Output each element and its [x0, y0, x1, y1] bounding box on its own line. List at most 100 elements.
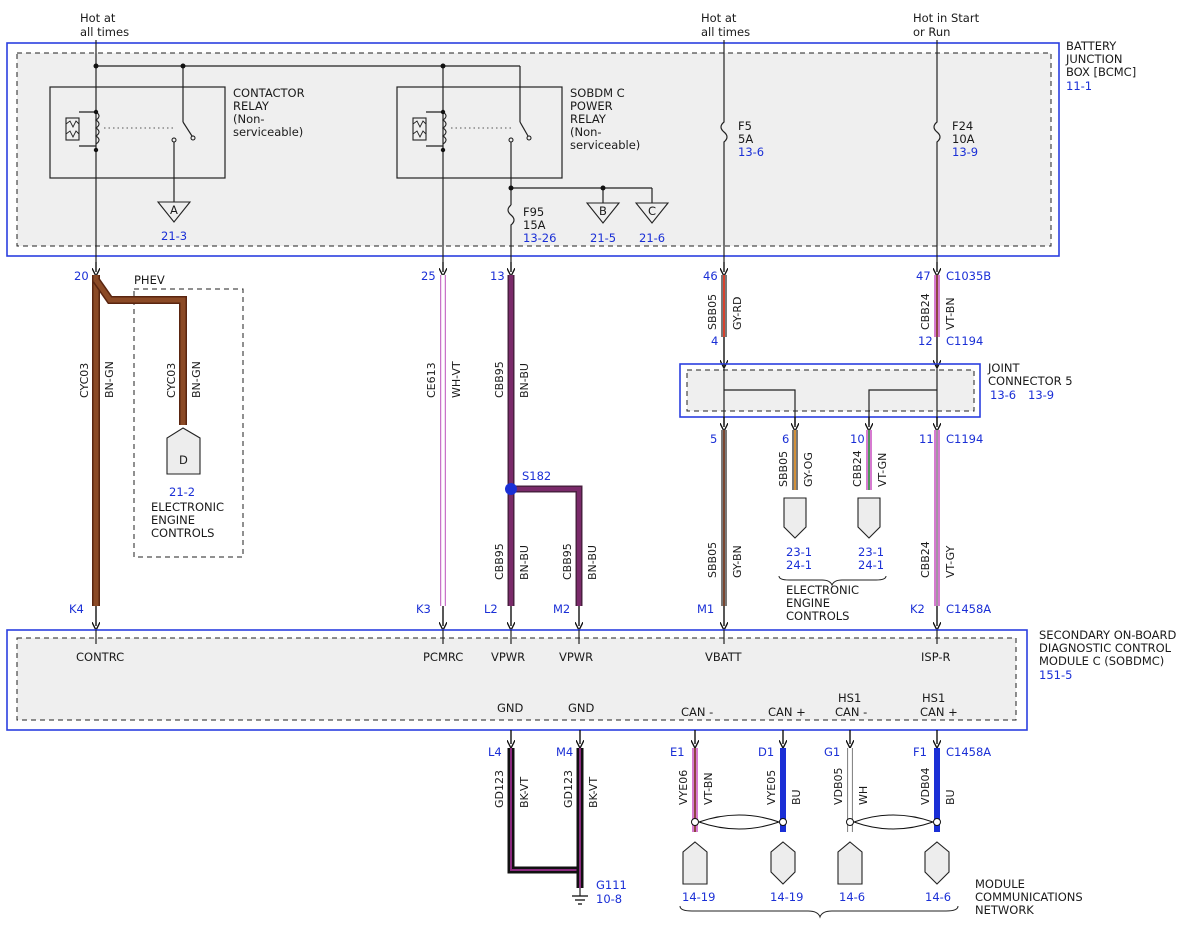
wire-cbb24-vtgy-color: VT-GY [944, 545, 957, 578]
bc-dot-1 [508, 185, 514, 191]
wire-vdb05-color: WH [857, 786, 870, 805]
wire-cyc03-circuit: CYC03 [78, 363, 91, 398]
bjb-label-3: BOX [BCMC] [1066, 65, 1136, 79]
connector-b-ref: 21-5 [590, 231, 616, 245]
connector-a-ref: 21-3 [161, 229, 187, 243]
wire-cbb95-color: BN-BU [518, 363, 531, 398]
sig-gnd-1: GND [497, 701, 524, 715]
hot-start-label-b: or Run [913, 25, 950, 39]
pin-20: 20 [74, 269, 89, 283]
sobdmc-label-2: DIAGNOSTIC CONTROL [1039, 641, 1172, 655]
splice-s182-dot [505, 483, 517, 495]
pin-k2: K2 [910, 602, 925, 616]
bjb-inner [16, 52, 1052, 247]
wire-ce613-color: WH-VT [450, 361, 463, 398]
pin-m2: M2 [553, 602, 570, 616]
mcn-connector-3-icon [837, 841, 863, 885]
wire-cbb24-vtbn-circuit: CBB24 [919, 293, 932, 330]
pin-6: 6 [782, 432, 789, 446]
conn-c1458a-bottom: C1458A [946, 745, 991, 759]
phev-circuit: CYC03 [165, 363, 178, 398]
hot-label-2a: Hot at [701, 11, 737, 25]
connector-c-icon [634, 202, 670, 224]
fuse-f95-icon [507, 204, 515, 262]
eec-text-3: CONTROLS [786, 609, 849, 623]
mcn-ref-4: 14-6 [925, 890, 951, 904]
conn-c1194-top: C1194 [946, 334, 983, 348]
eec-ref-2b: 24-1 [858, 558, 884, 572]
pin-f1: F1 [913, 745, 927, 759]
wire-cbb95b-color: BN-BU [518, 545, 531, 580]
mcn-text-3: NETWORK [975, 903, 1034, 917]
joint-ref-2: 13-9 [1028, 388, 1054, 402]
wire-cbb95c-color: BN-BU [586, 545, 599, 580]
phev-label: PHEV [134, 273, 165, 287]
pin-10: 10 [850, 432, 865, 446]
connector-c-letter: C [648, 204, 656, 218]
bc-dot-2 [600, 185, 606, 191]
sig-gnd-2: GND [568, 701, 595, 715]
pin-l4: L4 [488, 745, 502, 759]
sobdm-coil-icon [412, 109, 512, 153]
bus-dot-2 [180, 63, 186, 69]
fuse-f24-icon [933, 40, 941, 262]
wire-vye06-circuit: VYE06 [677, 770, 690, 805]
eec-brace [778, 575, 887, 587]
wire-ce613-circuit: CE613 [425, 362, 438, 398]
phev-eec-3: CONTROLS [151, 526, 214, 540]
pin-k4: K4 [69, 602, 84, 616]
ground-g111: G111 [596, 878, 627, 892]
wire-gd123-1 [507, 748, 584, 888]
sig-hs1-plus-a: HS1 [922, 691, 945, 705]
mcn-connector-4-icon [924, 841, 950, 885]
phev-color: BN-GN [190, 361, 203, 398]
phev-eec-2: ENGINE [151, 513, 195, 527]
contactor-coil-icon [65, 109, 176, 153]
mcn-ref-3: 14-6 [839, 890, 865, 904]
sobdm-relay-label-1: SOBDM C [570, 86, 625, 100]
wire-vdb05-circuit: VDB05 [832, 767, 845, 805]
sig-vpwr-1: VPWR [491, 650, 525, 664]
sig-can-minus: CAN - [681, 705, 713, 719]
phev-wire-fill [93, 278, 186, 425]
wire-vdb04-color: BU [944, 789, 957, 805]
wire-sbb05-gyog-color: GY-OG [802, 452, 815, 487]
mcn-ref-1: 14-19 [682, 890, 715, 904]
joint-path-left [723, 364, 796, 425]
contactor-label-1: CONTACTOR [233, 86, 305, 100]
hot-start-label-a: Hot in Start [913, 11, 980, 25]
sig-hs1-minus-b: CAN - [835, 705, 867, 719]
hot-label-2b: all times [701, 25, 750, 39]
sig-vbatt: VBATT [705, 650, 743, 664]
wire-sbb05-gyog-circuit: SBB05 [777, 451, 790, 487]
mcn-ref-2: 14-19 [770, 890, 803, 904]
joint-path-right [868, 364, 938, 425]
bus-dot-1 [93, 63, 99, 69]
sobdm-switch-icon [508, 90, 532, 205]
sobdmc-label-1: SECONDARY ON-BOARD [1039, 628, 1176, 642]
sobdmc-outline [6, 629, 1028, 731]
mcn-brace [679, 905, 959, 919]
mcn-connector-2-icon [770, 841, 796, 885]
sig-pcmrc: PCMRC [423, 650, 463, 664]
wire-cbb24-vtgn-circuit: CBB24 [851, 450, 864, 487]
wire-sbb05-gybn-color: GY-BN [731, 545, 744, 578]
contactor-relay-box [49, 86, 226, 179]
pin-l2: L2 [484, 602, 498, 616]
wire-vye05-circuit: VYE05 [765, 770, 778, 805]
wire-cbb95c-circuit: CBB95 [561, 543, 574, 580]
wire-sbb05-gyrd-color: GY-RD [731, 297, 744, 330]
pin-46: 46 [703, 269, 718, 283]
pin-11: 11 [919, 432, 934, 446]
joint-ref-1: 13-6 [990, 388, 1016, 402]
pin-4: 4 [711, 334, 718, 348]
wire-vye06-color: VT-BN [702, 772, 715, 805]
eec-ref-1b: 24-1 [786, 558, 812, 572]
fuse-f5-icon [720, 40, 728, 262]
bus-dot-3 [440, 63, 446, 69]
sobdmc-inner [16, 637, 1017, 721]
phev-ref: 21-2 [169, 485, 195, 499]
pin-g1: G1 [824, 745, 840, 759]
fuse-f24-name: F24 [952, 119, 973, 133]
fuse-f95-name: F95 [523, 205, 544, 219]
